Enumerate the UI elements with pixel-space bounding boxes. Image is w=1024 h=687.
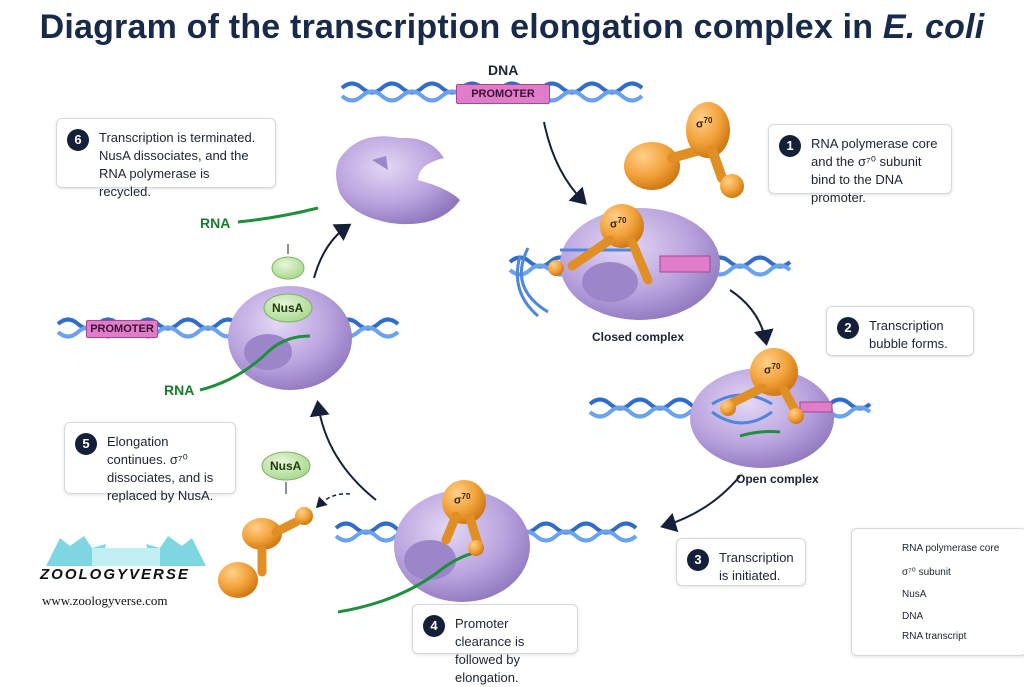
sigma-free-bottom [218, 507, 313, 598]
promoter-left: PROMOTER [86, 320, 158, 338]
step-3-number: 3 [687, 549, 709, 571]
arrow-sigma-release [315, 493, 351, 509]
logo-url: www.zoologyverse.com [42, 593, 168, 608]
sigma-label-free: σ70 [696, 116, 713, 131]
nusa-label-free: NusA [270, 459, 302, 473]
step-1-box: 1 RNA polymerase core and the σ⁷⁰ subuni… [768, 124, 952, 205]
sigma-label-elongation: σ70 [454, 492, 471, 507]
step-6-box: 6 Transcription is terminated. NusA diss… [56, 118, 276, 199]
logo-mark [46, 536, 206, 566]
step-4-number: 4 [423, 615, 445, 637]
legend-dna: DNA [902, 611, 924, 622]
sigma-free-top [624, 102, 744, 198]
step-2-text: Transcription bubble forms. [869, 318, 948, 351]
polymerase-closed [515, 204, 720, 320]
step-2-box: 2 Transcription bubble forms. [826, 306, 974, 356]
arrow-1 [543, 121, 587, 205]
legend-sigma: σ⁷⁰ subunit [902, 567, 951, 578]
stage-closed-label: Closed complex [592, 330, 685, 344]
arrow-2 [729, 289, 774, 346]
legend-nusa: NusA [902, 589, 927, 600]
step-6-text: Transcription is terminated. NusA dissoc… [99, 130, 256, 199]
step-1-number: 1 [779, 135, 801, 157]
promoter-top: PROMOTER [456, 84, 550, 104]
page-title: Diagram of the transcription elongation … [39, 8, 985, 46]
step-5-number: 5 [75, 433, 97, 455]
step-4-box: 4 Promoter clearance is followed by elon… [412, 604, 578, 685]
rna-label-bottom: RNA [164, 382, 195, 398]
dna-label: DNA [488, 62, 519, 78]
step-3-text: Transcription is initiated. [719, 550, 794, 583]
rna-released [237, 206, 319, 224]
polymerase-open [690, 348, 834, 468]
sigma-label-closed: σ70 [610, 216, 627, 231]
nusa-released [271, 256, 305, 280]
nusa-free [261, 451, 311, 481]
legend-polymerase: RNA polymerase core [902, 543, 1000, 554]
polymerase-nusa [199, 286, 352, 392]
polymerase-elongation [337, 480, 530, 614]
arrow-3 [660, 475, 741, 533]
step-4-text: Promoter clearance is followed by elonga… [455, 616, 525, 685]
logo-text: ZOOLOGYVERSE [40, 566, 190, 583]
stage-open-label: Open complex [736, 472, 819, 486]
rna-label-top: RNA [200, 215, 231, 231]
step-5-text: Elongation continues. σ⁷⁰ dissociates, a… [107, 434, 214, 503]
arrow-5 [313, 223, 352, 279]
step-2-number: 2 [837, 317, 859, 339]
arrow-4 [309, 400, 377, 501]
step-3-box: 3 Transcription is initiated. [676, 538, 806, 586]
sigma-label-open: σ70 [764, 362, 781, 377]
step-6-number: 6 [67, 129, 89, 151]
nusa-label-bound: NusA [272, 301, 304, 315]
legend-rna: RNA transcript [902, 631, 967, 642]
legend: RNA polymerase core σ⁷⁰ subunit NusA DNA… [851, 528, 1024, 656]
step-1-text: RNA polymerase core and the σ⁷⁰ subunit … [811, 136, 938, 205]
polymerase-recycled [336, 136, 460, 225]
step-5-box: 5 Elongation continues. σ⁷⁰ dissociates,… [64, 422, 236, 503]
